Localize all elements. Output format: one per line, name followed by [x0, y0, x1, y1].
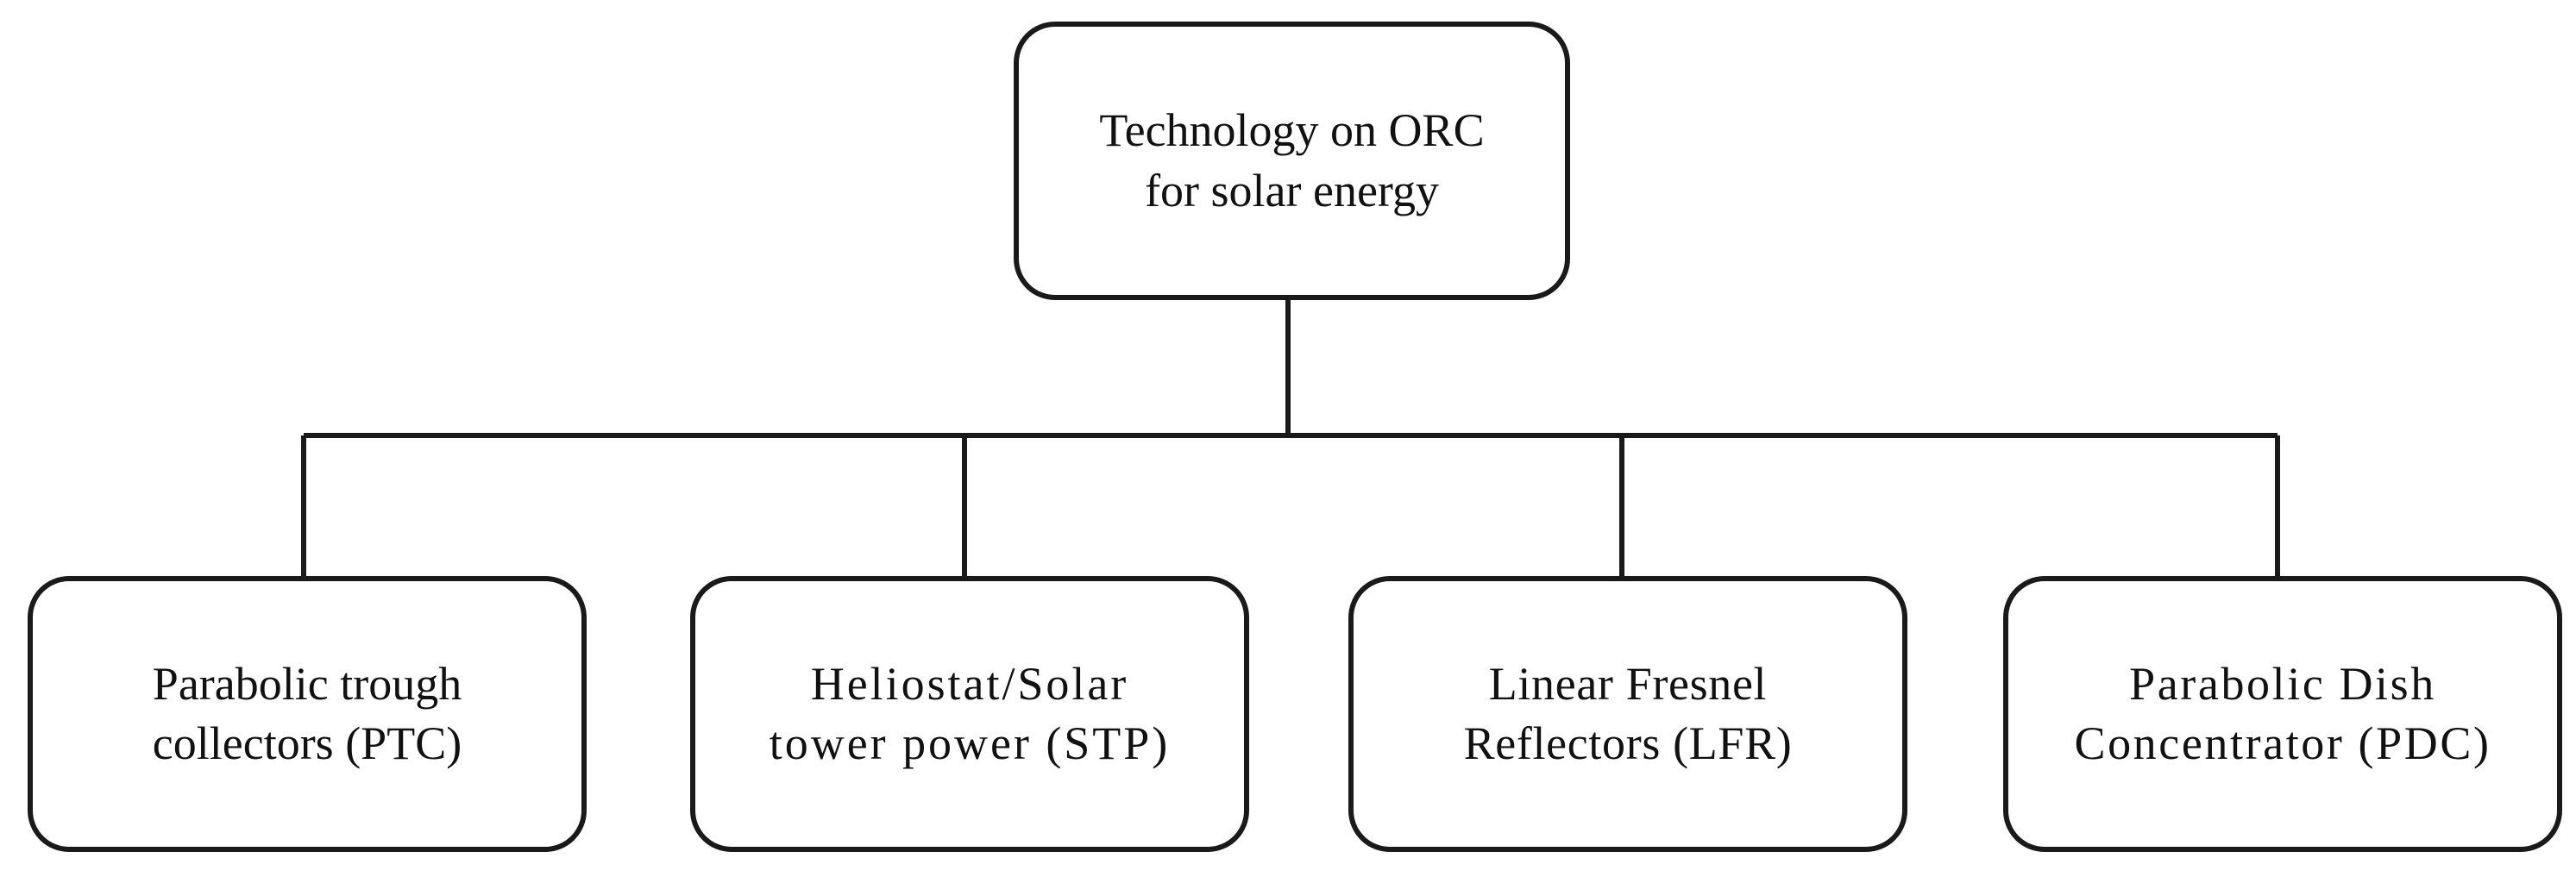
- leaf-node-pdc-label: Parabolic Dish Concentrator (PDC): [2074, 657, 2491, 769]
- leaf-node-lfr-label: Linear Fresnel Reflectors (LFR): [1463, 657, 1793, 769]
- leaf-node-stp[interactable]: Heliostat/Solar tower power (STP): [690, 576, 1249, 852]
- leaf-node-ptc[interactable]: Parabolic trough collectors (PTC): [28, 576, 587, 852]
- root-node[interactable]: Technology on ORC for solar energy: [1014, 22, 1570, 300]
- leaf-node-pdc[interactable]: Parabolic Dish Concentrator (PDC): [2003, 576, 2562, 852]
- leaf-node-lfr[interactable]: Linear Fresnel Reflectors (LFR): [1348, 576, 1907, 852]
- leaf-node-stp-label: Heliostat/Solar tower power (STP): [769, 657, 1171, 769]
- root-node-label: Technology on ORC for solar energy: [1099, 104, 1485, 216]
- leaf-node-ptc-label: Parabolic trough collectors (PTC): [152, 657, 462, 769]
